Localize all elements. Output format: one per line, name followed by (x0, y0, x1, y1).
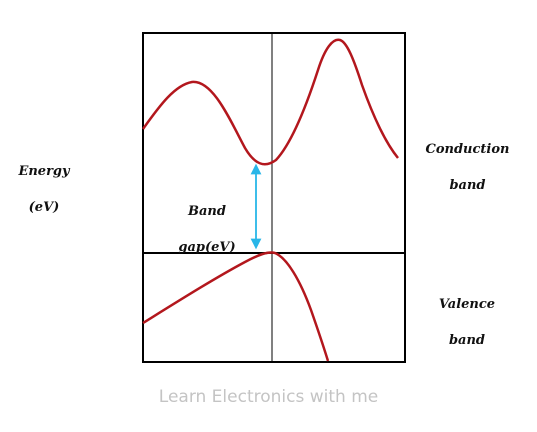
band-gap-label-line1: Band (188, 204, 226, 219)
band-gap-label-line2: gap(eV) (178, 240, 236, 255)
valence-band-label: Valence band (432, 278, 502, 368)
energy-label-line1: Energy (18, 164, 70, 179)
valence-label-line1: Valence (438, 297, 496, 312)
valence-band-curve (142, 251, 330, 362)
diagram-frame (142, 32, 406, 363)
watermark-text: Learn Electronics with me (158, 387, 379, 407)
energy-axis-label: Energy (eV) (14, 145, 74, 235)
conduction-label-line2: band (449, 178, 486, 193)
band-gap-label: Band gap(eV) (172, 185, 242, 275)
energy-label-line2: (eV) (28, 200, 60, 215)
conduction-band-label: Conduction band (420, 123, 515, 213)
valence-label-line2: band (448, 333, 486, 348)
conduction-band-curve (141, 38, 399, 166)
conduction-label-line1: Conduction (425, 142, 510, 157)
